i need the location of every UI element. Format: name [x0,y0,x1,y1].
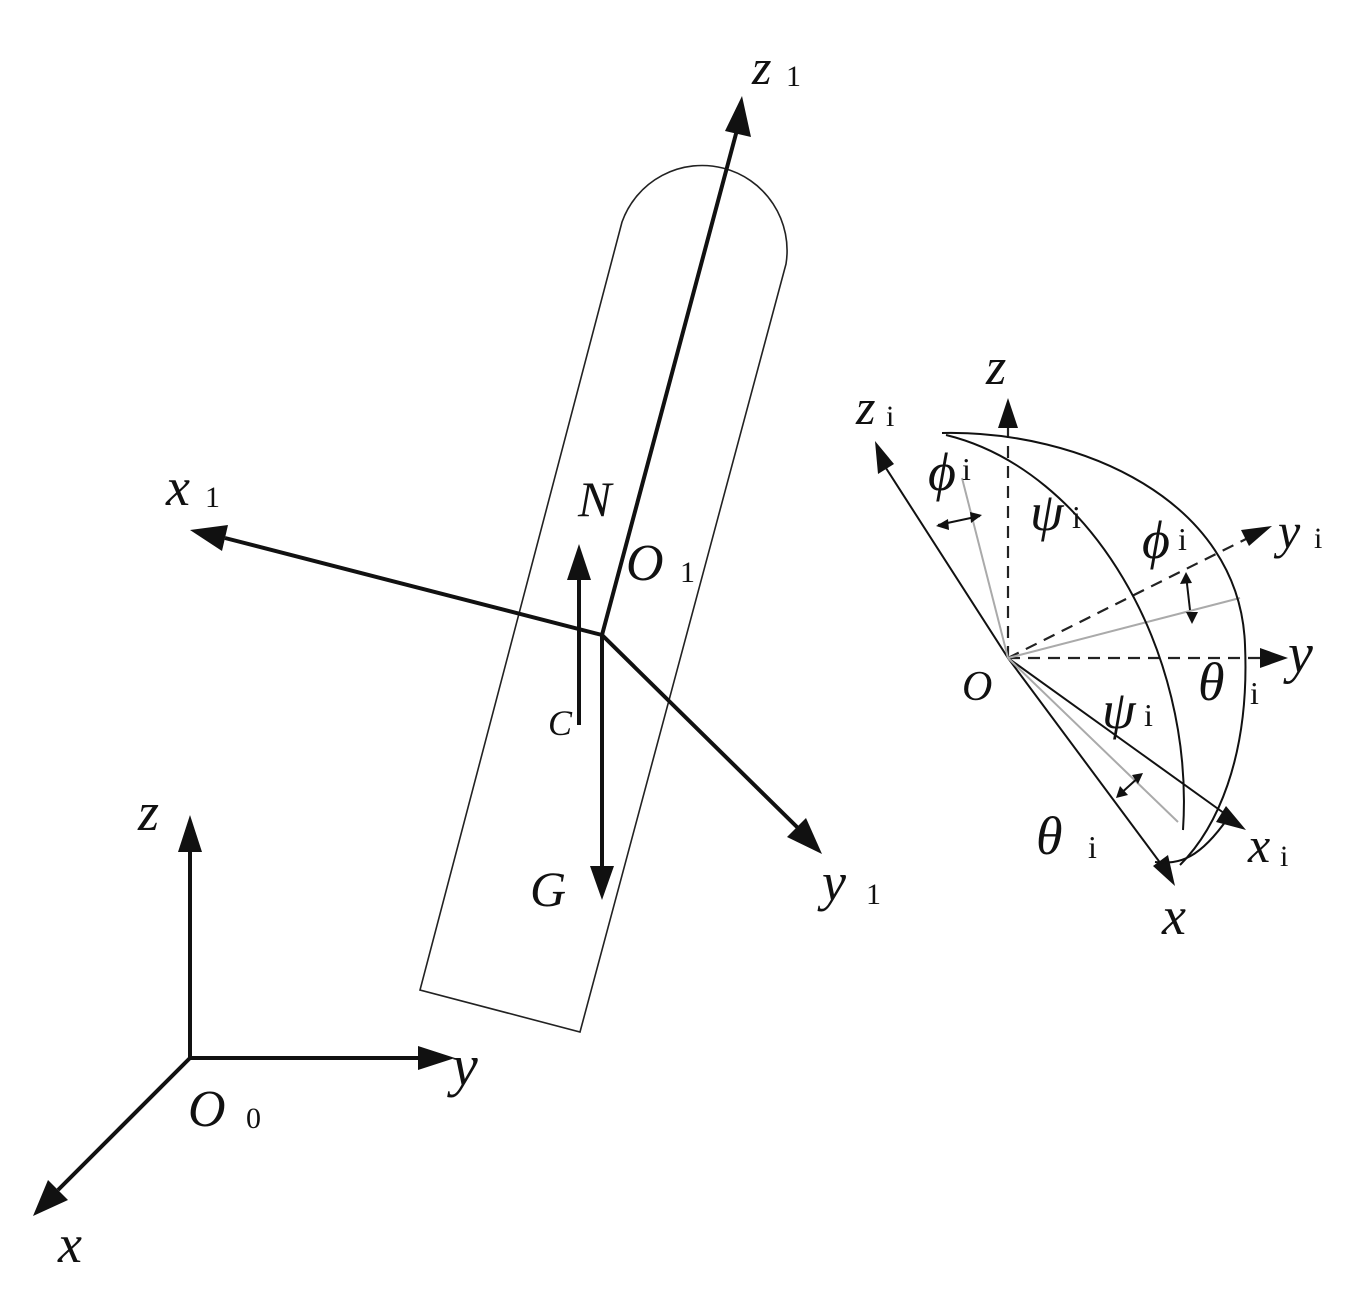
y1-axis [600,633,800,830]
psi-bottom-label: ψ [1102,680,1137,740]
theta-right-label: θ [1198,652,1225,712]
gray-line-top [961,477,1009,659]
G-label: G [530,861,566,917]
ground-z-label: z [137,782,159,842]
theta-bottom-subscript: i [1088,829,1097,865]
x1-label: x [165,457,190,517]
xi-axis [1007,657,1229,817]
O1-subscript: 1 [680,556,695,589]
body-outline [419,164,788,1033]
zi-arrowhead [875,441,894,474]
N-label: N [577,471,614,527]
phi-top-angle-arrow-2 [970,512,982,523]
O-label: O [962,664,992,710]
rigid-body [419,164,788,1033]
psi-top-subscript: i [1072,499,1081,535]
ground-x-arrowhead [33,1180,68,1216]
yi-label: y [1273,503,1301,559]
theta-bottom-angle-arrow-2 [1132,773,1143,784]
x1-axis [224,536,603,637]
O0-subscript: 0 [246,1102,261,1135]
xi-subscript: i [1280,840,1288,873]
y1-arrowhead [787,818,822,854]
zi-subscript: i [886,400,894,433]
theta-bottom-angle-arrow [1116,786,1128,798]
zi-axis [883,464,1009,659]
bottom-arc [1154,817,1229,864]
psi-top-label: ψ [1030,482,1065,542]
gray-line-right [1007,597,1241,659]
z1-arrowhead [725,96,751,137]
z1-axis [600,129,739,636]
zi-label: z [855,379,875,435]
phi-right-label: ϕ [1142,510,1170,570]
C-label: C [548,703,573,743]
phi-top-subscript: i [962,451,971,487]
body-labels: z 1 x 1 y 1 N O 1 C G [165,39,881,917]
sketch-z-label: z [985,339,1006,396]
dashed-y-arrowhead [1260,648,1288,668]
phi-right-angle-arrow-2 [1186,612,1198,624]
gray-line-bottom [1007,657,1179,823]
x1-subscript: 1 [205,481,220,514]
phi-right-angle-arrow [1180,572,1192,584]
x-axis [1007,657,1165,869]
inner-arc [945,434,1185,831]
phi-right-subscript: i [1178,521,1187,557]
y1-label: y [817,852,846,912]
ground-x-axis [56,1056,192,1192]
psi-bottom-subscript: i [1144,697,1153,733]
yi-arrowhead [1241,526,1272,546]
outer-arc [941,431,1247,866]
ground-x-label: x [57,1214,82,1274]
z1-label: z [751,39,771,95]
normal-force-arrowhead [567,544,591,580]
sketch-y-label: y [1283,623,1313,685]
x1-arrowhead [190,525,228,551]
y1-subscript: 1 [866,878,881,911]
phi-top-angle-arrow [936,519,949,530]
z1-subscript: 1 [786,60,801,93]
ground-y-label: y [447,1033,478,1098]
x-arrowhead [1153,855,1175,886]
ground-z-arrowhead [178,815,202,852]
dashed-yi-axis [1007,536,1251,659]
xi-label: x [1247,817,1270,873]
yi-subscript: i [1314,522,1322,555]
ground-frame-axes: z y x O 0 [33,782,478,1274]
dashed-z-arrowhead [998,398,1018,428]
theta-bottom-label: θ [1036,806,1063,866]
O0-label: O [188,1081,226,1138]
phi-top-label: ϕ [928,442,956,502]
ground-y-arrowhead [418,1046,455,1070]
rotation-sketch: z z i ϕ i ψ i ϕ i y i O y θ i ψ i θ i x … [855,339,1322,946]
theta-right-subscript: i [1250,675,1259,711]
gravity-arrowhead [590,866,614,900]
sketch-x-label: x [1161,886,1186,946]
body-frame-axes [190,96,822,900]
O1-label: O [626,535,664,592]
